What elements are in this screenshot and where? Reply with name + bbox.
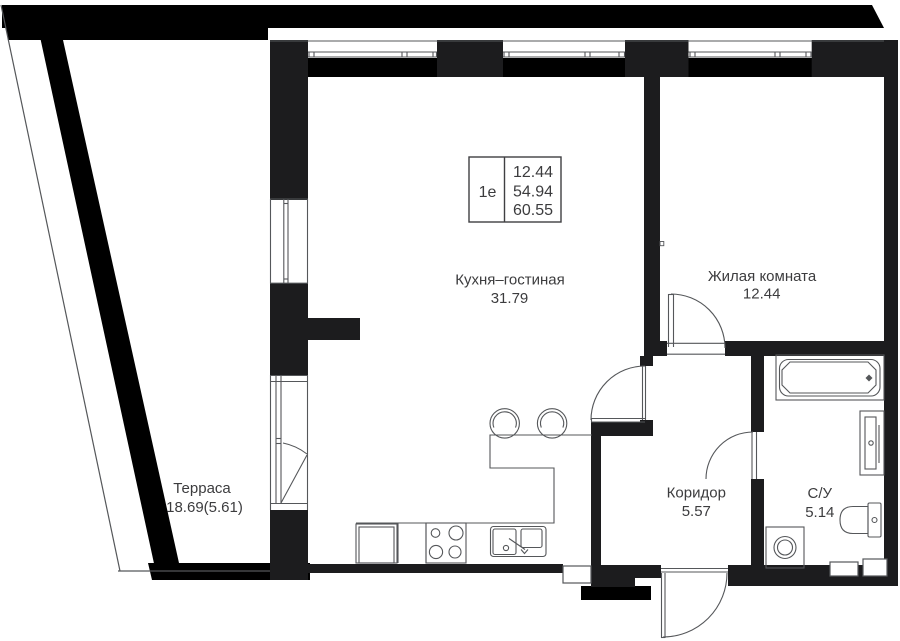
svg-text:31.79: 31.79: [491, 290, 529, 307]
svg-text:18.69(5.61): 18.69(5.61): [166, 499, 243, 516]
svg-text:5.57: 5.57: [682, 503, 711, 520]
svg-text:12.44: 12.44: [743, 286, 781, 303]
svg-text:5.14: 5.14: [805, 504, 834, 521]
svg-text:12.44: 12.44: [513, 164, 553, 181]
svg-text:Коридор: Коридор: [667, 485, 726, 502]
svg-text:Терраса: Терраса: [173, 480, 231, 497]
svg-text:60.55: 60.55: [513, 202, 553, 219]
svg-text:Жилая комната: Жилая комната: [708, 268, 817, 285]
svg-text:1е: 1е: [479, 184, 497, 201]
svg-text:54.94: 54.94: [513, 184, 553, 201]
svg-text:Кухня–гостиная: Кухня–гостиная: [455, 272, 564, 289]
svg-text:С/У: С/У: [808, 485, 833, 502]
